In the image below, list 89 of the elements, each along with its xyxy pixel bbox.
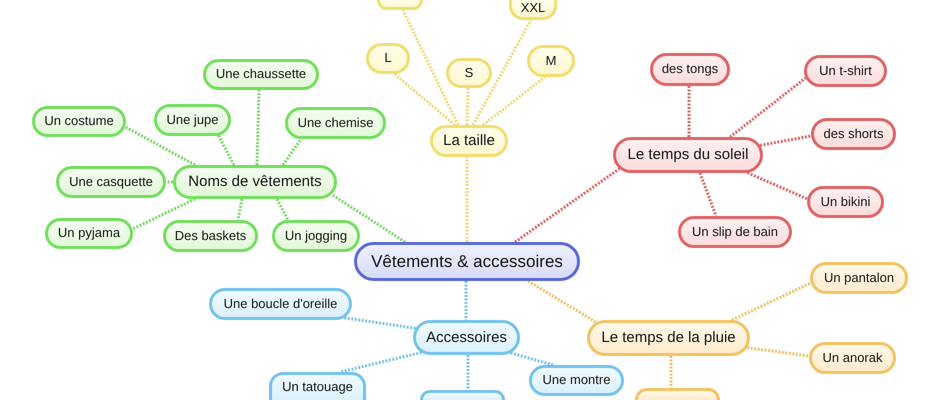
dotted-connector (729, 76, 807, 138)
dotted-connector (670, 356, 672, 388)
leaf-bubble (527, 45, 575, 77)
leaf-bubble (45, 218, 133, 249)
leaf-bubble (635, 388, 720, 400)
dotted-connector (344, 316, 416, 330)
leaf-bubble (203, 59, 319, 90)
branch-topic-text: La taille (443, 132, 495, 150)
leaf-bubble (269, 372, 366, 400)
leaf-bubble (807, 186, 884, 218)
dotted-connector (124, 125, 196, 166)
leaf-text: Une chemise (298, 116, 374, 130)
dotted-connector (472, 19, 532, 126)
branch-topic-bubble (587, 320, 750, 356)
leaf-bubble (678, 216, 792, 248)
leaf-bubble (811, 118, 896, 150)
leaf-bubble (163, 220, 258, 252)
leaf-text: Une chaussette (216, 67, 306, 82)
leaf-text: Un pantalon (824, 270, 894, 286)
dotted-connector (747, 346, 810, 358)
leaf-text: Une montre (542, 373, 610, 388)
dotted-connector (466, 88, 470, 126)
leaf-bubble (529, 365, 624, 396)
leaf-text: XXL (520, 1, 546, 16)
leaf-text: Un slip de bain (692, 224, 778, 240)
leaf-text: Un costume (44, 114, 114, 129)
branch-topic-bubble (430, 125, 508, 157)
leaf-bubble (154, 104, 231, 136)
leaf-text: Un jogging (284, 228, 348, 244)
leaf-bubble (377, 0, 423, 10)
leaf-bubble (650, 53, 730, 86)
leaf-bubble (285, 107, 386, 139)
leaf-bubble (446, 58, 492, 88)
leaf-text: Un t-shirt (819, 64, 872, 78)
dotted-connector (393, 72, 456, 126)
leaf-text: Un pyjama (58, 226, 120, 241)
leaf-bubble (804, 55, 887, 87)
leaf-bubble (366, 43, 410, 74)
dotted-connector (330, 193, 406, 244)
dotted-connector (698, 172, 718, 217)
dotted-connector (510, 351, 554, 366)
branch-topic-text: Accessoires (426, 328, 507, 346)
leaf-bubble (810, 262, 908, 294)
dotted-connector (466, 355, 470, 390)
dotted-connector (282, 138, 302, 166)
dotted-connector (464, 281, 468, 320)
leaf-text: Un anorak (822, 350, 882, 366)
leaf-text: Une jupe (166, 112, 219, 128)
leaf-text: L (384, 51, 392, 66)
dotted-connector (527, 280, 597, 324)
branch-topic-text: Le temps de la pluie (601, 329, 736, 347)
leaf-bubble (420, 390, 505, 400)
dotted-connector (688, 86, 690, 137)
leaf-text: S (464, 66, 474, 80)
leaf-text: Un tatouage (282, 380, 353, 395)
leaf-bubble (209, 288, 352, 320)
leaf-bubble (32, 106, 126, 137)
branch-topic-text: Le temps du soleil (628, 146, 748, 164)
dotted-connector (760, 134, 812, 147)
dotted-connector (514, 167, 620, 244)
dotted-connector (132, 198, 196, 230)
leaf-bubble (509, 0, 557, 20)
dotted-connector (276, 198, 290, 221)
leaf-text: des shorts (824, 126, 884, 142)
dotted-connector (166, 180, 173, 184)
branch-topic-text: Noms de vêtements (188, 173, 322, 191)
dotted-connector (256, 90, 260, 166)
dotted-connector (746, 171, 808, 200)
dotted-connector (466, 157, 468, 242)
leaf-bubble (809, 342, 896, 374)
central-topic-bubble (354, 242, 580, 281)
leaf-text: Des baskets (174, 228, 246, 244)
leaf-text: Un bikini (820, 194, 870, 210)
dotted-connector (482, 76, 546, 126)
dotted-connector (731, 282, 812, 322)
dotted-connector (340, 351, 422, 374)
branch-topic-bubble (413, 320, 520, 355)
central-topic-text: Vêtements & accessoires (371, 252, 563, 272)
leaf-text: M (546, 54, 556, 68)
branch-topic-bubble (173, 165, 337, 199)
leaf-text: Une boucle d'oreille (224, 296, 338, 312)
branch-topic-bubble (613, 137, 763, 173)
dotted-connector (236, 198, 244, 220)
dotted-connector (402, 9, 460, 126)
dotted-connector (217, 134, 236, 166)
leaf-text: Une casquette (69, 174, 153, 190)
leaf-bubble (56, 166, 166, 198)
leaf-text: des tongs (662, 62, 718, 77)
leaf-bubble (272, 220, 360, 252)
